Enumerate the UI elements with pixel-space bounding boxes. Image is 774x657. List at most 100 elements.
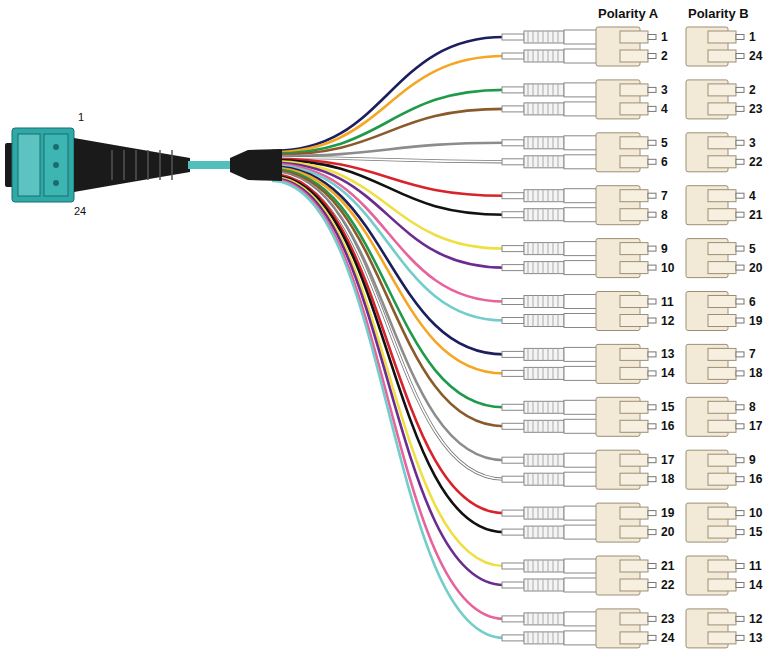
lc-boot-ridge <box>553 560 554 572</box>
lc-ferrule <box>736 159 744 164</box>
lc-boot-ridge <box>528 579 529 591</box>
lc-ferrule <box>648 35 656 40</box>
lc-boot-ridge <box>543 420 544 432</box>
lc-latch <box>708 401 736 413</box>
fiber-number: 16 <box>749 473 762 485</box>
lc-tube <box>502 476 524 482</box>
lc-boot-ridge <box>548 103 549 115</box>
lc-boot-ridge <box>553 209 554 221</box>
boot-ridge <box>171 150 173 180</box>
lc-body <box>564 506 598 520</box>
lc-boot <box>524 401 564 413</box>
lc-boot-ridge <box>548 367 549 379</box>
lc-boot-ridge <box>538 262 539 274</box>
lc-boot-ridge <box>533 156 534 168</box>
lc-boot-ridge <box>553 84 554 96</box>
fiber-number: 7 <box>661 190 668 202</box>
lc-ferrule <box>648 246 656 251</box>
lc-boot-ridge <box>548 348 549 360</box>
lc-latch <box>708 296 736 308</box>
lc-boot-ridge <box>538 31 539 43</box>
fiber-number: 6 <box>661 156 668 168</box>
lc-tube <box>502 563 524 569</box>
fiber-number: 14 <box>749 579 762 591</box>
lc-latch <box>620 262 648 274</box>
lc-boot-ridge <box>533 262 534 274</box>
lc-boot-ridge <box>538 473 539 485</box>
lc-connectors-b <box>686 27 744 648</box>
fiber-number: 22 <box>661 579 674 591</box>
lc-boot-ridge <box>548 190 549 202</box>
lc-latch <box>620 420 648 432</box>
fiber-number: 4 <box>661 103 668 115</box>
lc-ferrule <box>648 352 656 357</box>
lc-tube <box>502 246 524 252</box>
lc-latch <box>620 209 648 221</box>
lc-boot-ridge <box>553 579 554 591</box>
lc-boot-ridge <box>533 348 534 360</box>
lc-boot-ridge <box>533 507 534 519</box>
lc-boot-ridge <box>553 50 554 62</box>
lc-boot-ridge <box>538 209 539 221</box>
lc-latch <box>620 579 648 591</box>
lc-boot-ridge <box>543 348 544 360</box>
lc-latch <box>620 367 648 379</box>
lc-boot-ridge <box>528 507 529 519</box>
lc-tube <box>502 582 524 588</box>
lc-boot-ridge <box>538 137 539 149</box>
lc-boot-ridge <box>533 526 534 538</box>
lc-boot-ridge <box>558 50 559 62</box>
fiber-number: 6 <box>749 296 756 308</box>
lc-boot-ridge <box>543 526 544 538</box>
lc-boot-ridge <box>548 401 549 413</box>
fiber <box>272 172 504 460</box>
lc-boot-ridge <box>528 243 529 255</box>
lc-ferrule <box>648 265 656 270</box>
lc-latch <box>708 473 736 485</box>
lc-ferrule <box>736 246 744 251</box>
lc-boot <box>524 156 564 168</box>
lc-ferrule <box>736 265 744 270</box>
lc-ferrule <box>736 318 744 323</box>
lc-ferrule <box>736 54 744 59</box>
lc-boot-ridge <box>533 209 534 221</box>
lc-boot-ridge <box>558 243 559 255</box>
lc-latch <box>620 243 648 255</box>
fiber-number: 21 <box>661 560 674 572</box>
lc-boot-ridge <box>548 50 549 62</box>
fiber-number: 5 <box>749 243 756 255</box>
lc-boot <box>524 579 564 591</box>
lc-boot-ridge <box>548 560 549 572</box>
mpo-body <box>44 134 68 196</box>
lc-boot <box>524 137 564 149</box>
fiber-number: 1 <box>749 31 756 43</box>
lc-boot-ridge <box>548 420 549 432</box>
fiber-number: 10 <box>661 262 674 274</box>
fiber <box>272 56 504 152</box>
fiber <box>272 173 504 479</box>
fiber-number: 4 <box>749 190 756 202</box>
lc-boot-ridge <box>538 507 539 519</box>
lc-boot-ridge <box>548 579 549 591</box>
lc-boot-ridge <box>528 209 529 221</box>
lc-boot-ridge <box>548 243 549 255</box>
lc-tube <box>502 351 524 357</box>
lc-boot <box>524 243 564 255</box>
lc-boot-ridge <box>533 560 534 572</box>
lc-boot <box>524 560 564 572</box>
lc-boot-ridge <box>533 473 534 485</box>
lc-latch <box>620 296 648 308</box>
lc-boot-ridge <box>528 103 529 115</box>
lc-latch <box>708 31 736 43</box>
lc-boot <box>524 31 564 43</box>
lc-boot-ridge <box>558 156 559 168</box>
lc-boot-ridge <box>528 156 529 168</box>
lc-boot-ridge <box>553 420 554 432</box>
lc-boot-ridge <box>558 579 559 591</box>
lc-ferrule <box>736 564 744 569</box>
lc-tube <box>502 159 524 165</box>
lc-ferrule <box>648 564 656 569</box>
mpo-connector <box>5 128 282 202</box>
fiber-number: 17 <box>749 420 762 432</box>
